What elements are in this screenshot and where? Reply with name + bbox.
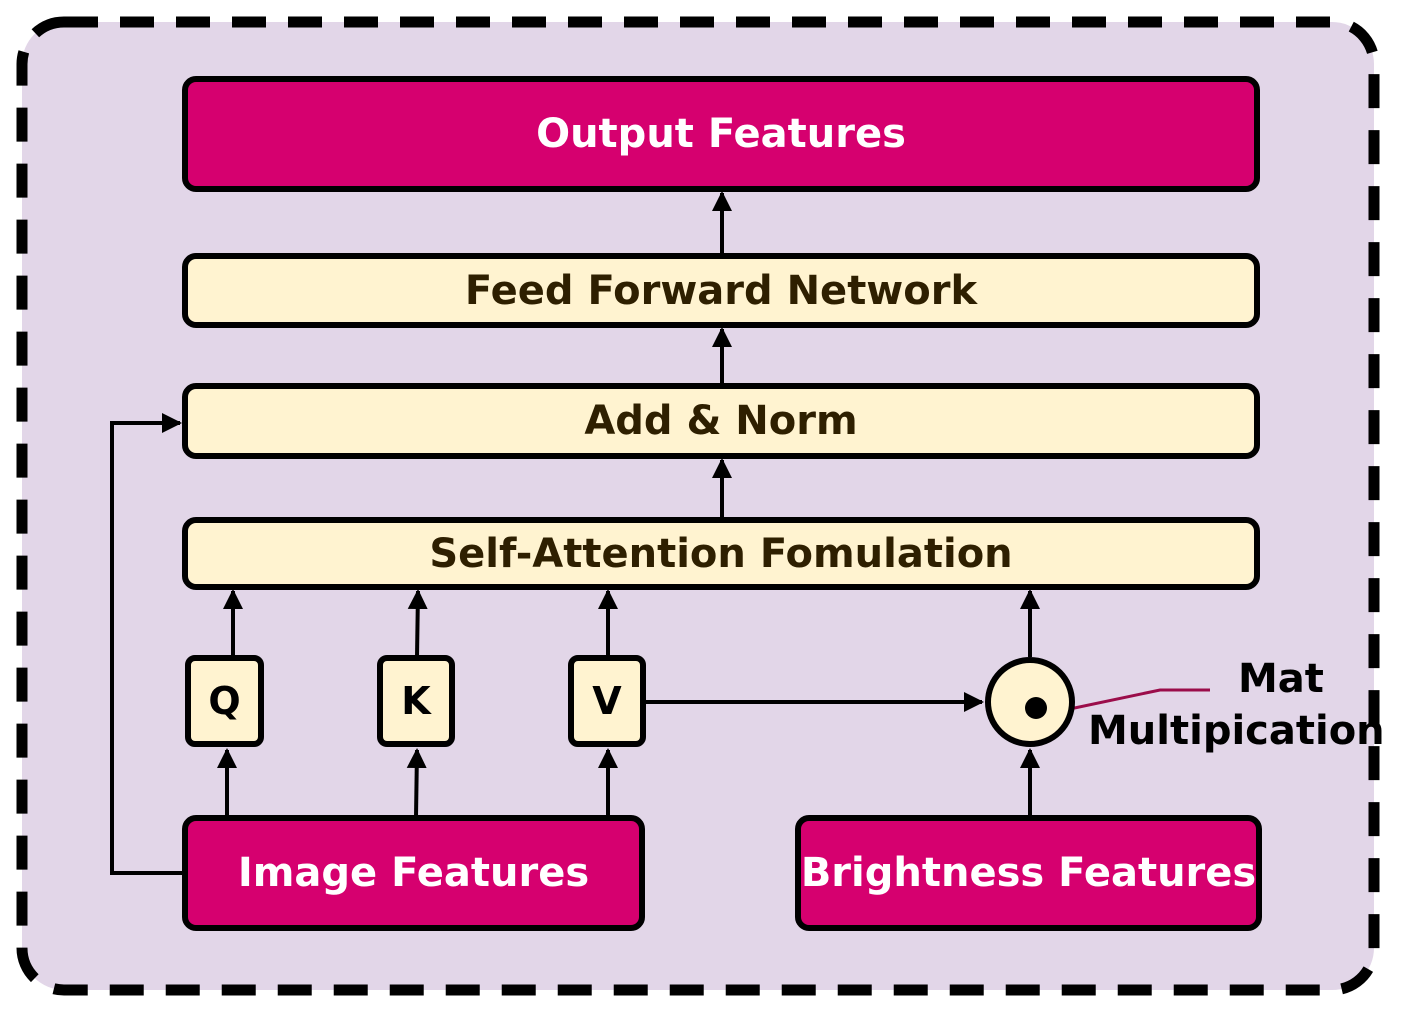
query-node: Q (185, 655, 264, 747)
matrix-multiplication-node (985, 657, 1075, 747)
query-label: Q (208, 679, 241, 723)
annotation-leader-line (1045, 688, 1210, 716)
image-features-label: Image Features (237, 850, 590, 896)
arrow-image-to-k (406, 748, 427, 818)
key-node: K (377, 655, 455, 747)
dot-product-icon (1025, 697, 1047, 719)
feed-forward-label: Feed Forward Network (464, 267, 978, 314)
self-attention-block: Self-Attention Fomulation (182, 517, 1260, 590)
value-node: V (568, 655, 646, 747)
brightness-features-label: Brightness Features (800, 850, 1257, 896)
self-attention-label: Self-Attention Fomulation (429, 530, 1013, 577)
residual-skip-connection (110, 413, 183, 875)
brightness-features-block: Brightness Features (795, 815, 1262, 931)
image-features-block: Image Features (182, 815, 645, 931)
annotation-line-1: Mat (1238, 656, 1324, 702)
key-label: K (401, 679, 431, 723)
output-features-label: Output Features (536, 111, 906, 157)
add-norm-block: Add & Norm (182, 383, 1260, 459)
arrow-k-to-attention (407, 589, 428, 658)
add-norm-label: Add & Norm (584, 398, 858, 444)
output-features-block: Output Features (182, 76, 1260, 192)
annotation-line-2: Multipication (1088, 708, 1385, 754)
value-label: V (592, 679, 622, 723)
feed-forward-block: Feed Forward Network (182, 253, 1260, 328)
frame-dashed-border (16, 16, 1380, 996)
